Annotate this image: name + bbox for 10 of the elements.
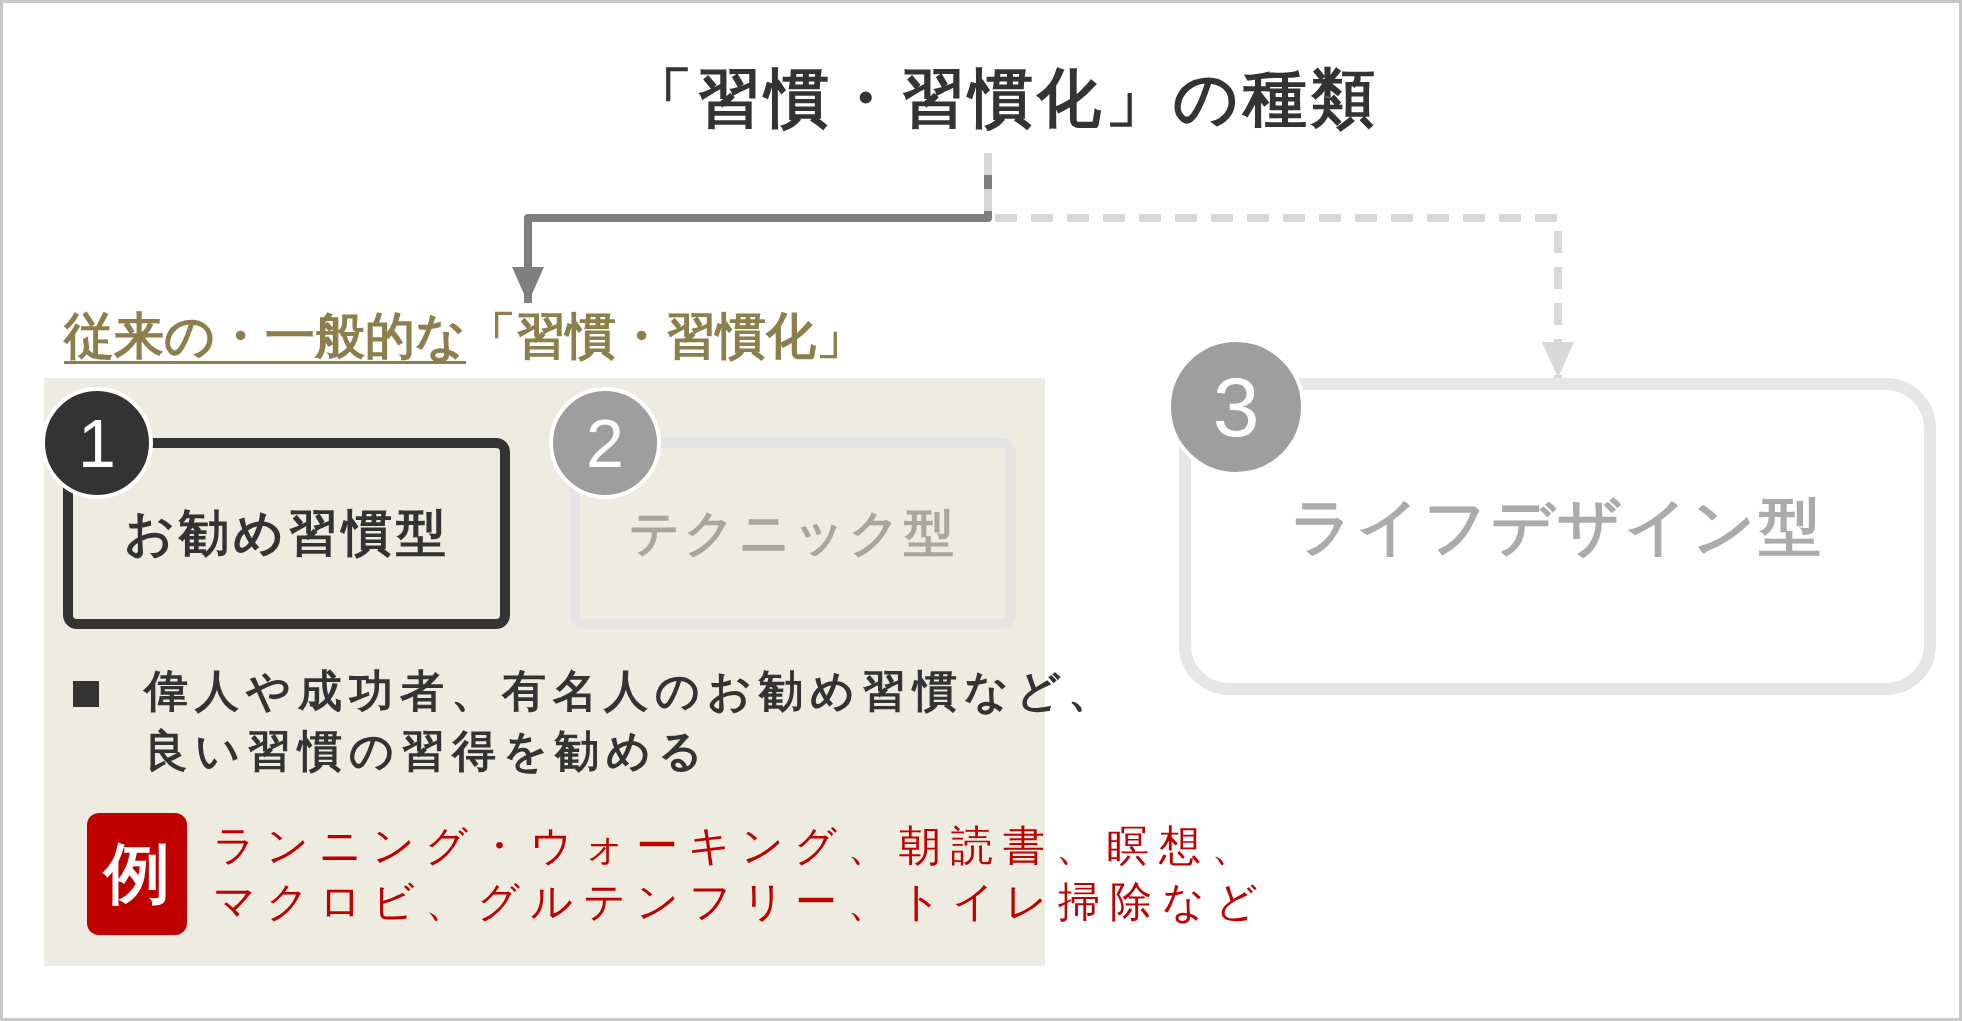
group-heading: 従来の・一般的な	[64, 306, 466, 367]
group-heading: 「習慣・習慣化」	[466, 306, 866, 367]
type-label: ライフデザイン型	[1290, 488, 1825, 565]
example-text: ランニング・ウォーキング、朝読書、瞑想、マクロビ、グルテンフリー、トイレ掃除など	[213, 820, 1269, 928]
connector-arrow	[984, 153, 1574, 378]
description-text: 偉人や成功者、有名人のお勧め習慣など、良い習慣の習得を勧める	[144, 664, 1120, 778]
example-tag: 例	[87, 813, 187, 935]
type-label: テクニック型	[628, 503, 958, 564]
type-label: お勧め習慣型	[123, 503, 450, 564]
root-label: 「習慣・習慣化」の種類	[629, 60, 1379, 137]
